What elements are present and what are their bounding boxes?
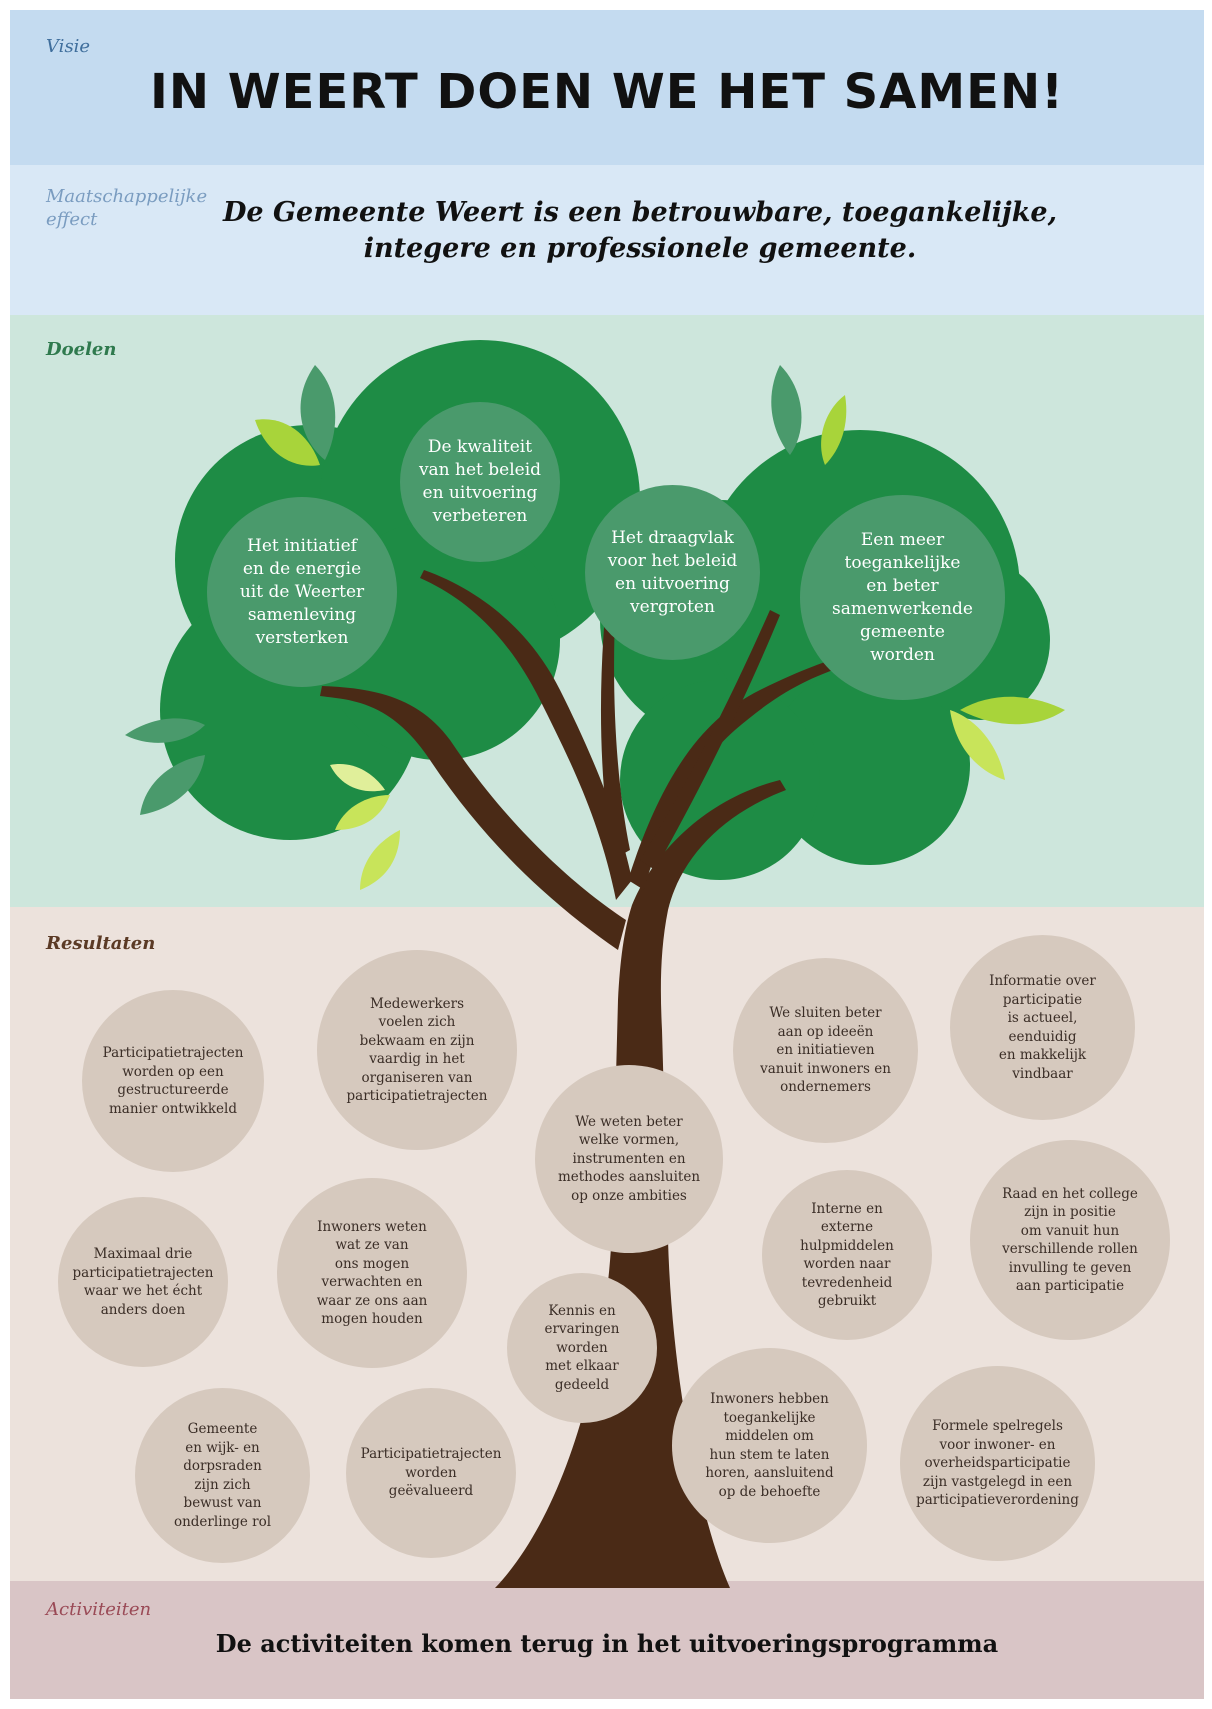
result-bubble: We sluiten beter aan op ideeën en initia… [733,958,918,1143]
visie-label: Visie [46,36,91,57]
result-bubble: Maximaal drie participatietrajecten waar… [58,1197,228,1367]
doelen-label: Doelen [46,339,117,360]
main-title: IN WEERT DOEN WE HET SAMEN! [149,64,1065,120]
maatschappelijk-effect-text: De Gemeente Weert is een betrouwbare, to… [223,197,1057,264]
result-bubble: Formele spelregels voor inwoner- en over… [900,1366,1095,1561]
leaf [125,718,205,743]
activiteiten-band: Activiteiten De activiteiten komen terug… [10,1581,1204,1699]
result-bubble: Gemeente en wijk- en dorpsraden zijn zic… [135,1388,310,1563]
activiteiten-label: Activiteiten [46,1599,152,1620]
result-bubble: We weten beter welke vormen, instrumente… [535,1065,723,1253]
leaf [771,365,802,455]
maatschappelijk-effect-label: Maatschappelijke effect [46,186,208,230]
result-bubble: Raad en het college zijn in positie om v… [970,1140,1170,1340]
result-bubble: Participatietrajecten worden geëvalueerd [346,1388,516,1558]
resultaten-label: Resultaten [46,933,156,954]
leaf [140,755,205,815]
leaf [330,764,385,792]
result-bubble: Inwoners hebben toegankelijke middelen o… [672,1348,867,1543]
leaf [335,795,390,830]
maatschappelijk-effect-band: Maatschappelijke effect De Gemeente Weer… [10,165,1204,315]
result-bubble: Interne en externe hulpmiddelen worden n… [762,1170,932,1340]
result-bubble: Informatie over participatie is actueel,… [950,935,1135,1120]
leaf [960,696,1065,725]
leaf [360,830,400,890]
leaf [950,710,1005,780]
goal-bubble: De kwaliteit van het beleid en uitvoerin… [400,402,560,562]
result-bubble: Kennis en ervaringen worden met elkaar g… [507,1273,657,1423]
leaf [300,365,336,460]
result-bubble: Medewerkers voelen zich bekwaam en zijn … [317,950,517,1150]
leaf [255,419,320,466]
branch [420,570,632,900]
goal-bubble: Het draagvlak voor het beleid en uitvoer… [585,485,760,660]
visie-band: Visie IN WEERT DOEN WE HET SAMEN! [10,10,1204,165]
goal-bubble: Het initiatief en de energie uit de Weer… [207,497,397,687]
leaves [125,365,1065,890]
branch [600,615,630,860]
activiteiten-text: De activiteiten komen terug in het uitvo… [215,1629,999,1658]
branch [320,686,626,950]
branch [640,610,780,870]
result-bubble: Participatietrajecten worden op een gest… [82,990,264,1172]
leaf [821,395,847,465]
result-bubble: Inwoners weten wat ze van ons mogen verw… [277,1178,467,1368]
canopy-blob [770,665,970,865]
goal-bubble: Een meer toegankelijke en beter samenwer… [800,495,1005,700]
